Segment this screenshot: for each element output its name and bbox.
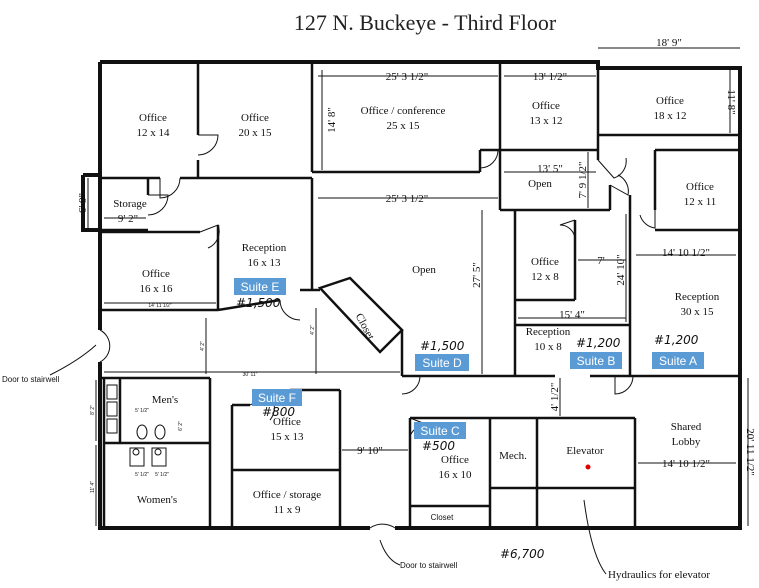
dim-25-3-top: 25' 3 1/2" [386, 71, 429, 83]
room-office-conference-name: Office / conference [361, 105, 446, 117]
room-office-12x11-name: Office [686, 181, 714, 193]
room-reception-16x13-size: 16 x 13 [248, 257, 282, 269]
room-reception-16x13-name: Reception [242, 242, 287, 254]
restroom-fixtures [106, 384, 167, 467]
dim-25-3-mid: 25' 3 1/2" [386, 193, 429, 205]
page-title: 127 N. Buckeye - Third Floor [294, 10, 557, 35]
suite-c-price: #500 [422, 439, 455, 453]
dim-15-4: 15' 4" [559, 309, 585, 321]
suite-d-label: Suite D [422, 356, 462, 370]
doors [99, 134, 656, 529]
dim-24-10: 24' 10" [615, 254, 627, 285]
dim-7: 7' [597, 255, 605, 267]
annotations: Door to stairwell Door to stairwell #6,7… [2, 344, 710, 581]
dim-11-8: 11' 8" [725, 89, 737, 114]
dim-18-9: 18' 9" [656, 37, 682, 49]
dim-6-2: 6' 2" [178, 421, 184, 431]
room-office-13x12-name: Office [532, 100, 560, 112]
room-mech-name: Mech. [499, 450, 527, 462]
room-office-12x8-name: Office [531, 256, 559, 268]
dim-9-2: 9' 2" [118, 213, 138, 225]
room-open-small-name: Open [528, 178, 552, 190]
suite-tags: Suite E #1,500 Suite D #1,500 Suite B #1… [234, 278, 704, 453]
dim-14-10-lobby: 14' 10 1/2" [662, 458, 710, 470]
dim-5-1-2-b: 5' 1/2" [135, 472, 149, 478]
room-office-18x12-size: 18 x 12 [654, 110, 687, 122]
room-reception-10x8-size: 10 x 8 [534, 341, 562, 353]
door-bottom-label: Door to stairwell [400, 561, 458, 570]
dim-5-1-2-c: 5' 1/2" [155, 472, 169, 478]
dim-14-11: 14' 11 1/2" [148, 303, 171, 309]
suite-e-label: Suite E [241, 280, 280, 294]
room-office-16x16-name: Office [142, 268, 170, 280]
dim-14-8: 14' 8" [326, 107, 338, 133]
dim-20-11: 20' 11 1/2" [744, 428, 756, 476]
room-open-main-name: Open [412, 264, 436, 276]
room-office-16x10-size: 16 x 10 [439, 469, 473, 481]
room-elevator-name: Elevator [566, 445, 604, 457]
hydraulics-label: Hydraulics for elevator [608, 569, 710, 581]
dim-30-11: 30' 11" [243, 372, 258, 378]
suite-a-price: #1,200 [654, 333, 699, 347]
dim-4-2-a: 4' 2" [200, 341, 206, 351]
suite-f-price: #800 [262, 405, 295, 419]
room-office-15x13-size: 15 x 13 [271, 431, 305, 443]
suite-b-label: Suite B [577, 354, 616, 368]
room-office-12x8-size: 12 x 8 [531, 271, 559, 283]
dim-6-9: 6' 9" [77, 193, 89, 213]
room-mens-name: Men's [152, 394, 178, 406]
dim-8-2: 8' 2" [90, 405, 96, 415]
door-left-label: Door to stairwell [2, 375, 60, 384]
room-reception-10x8-name: Reception [526, 326, 571, 338]
room-reception-30x15-name: Reception [675, 291, 720, 303]
suite-d-price: #1,500 [420, 339, 465, 353]
dim-14-10-top: 14' 10 1/2" [662, 247, 710, 259]
room-office-12x14-name: Office [139, 112, 167, 124]
room-office-20x15-size: 20 x 15 [239, 127, 273, 139]
dim-5-1-2-a: 5' 1/2" [135, 408, 149, 414]
suite-a-label: Suite A [659, 354, 697, 368]
dim-13-5: 13' 5" [537, 163, 563, 175]
room-office-storage-size: 11 x 9 [273, 504, 301, 516]
room-storage-name: Storage [113, 198, 147, 210]
room-office-12x11-size: 12 x 11 [684, 196, 717, 208]
room-office-20x15-name: Office [241, 112, 269, 124]
room-shared-lobby-line2: Lobby [672, 436, 701, 448]
room-office-13x12-size: 13 x 12 [530, 115, 563, 127]
room-closet-small-name: Closet [431, 513, 454, 522]
room-office-16x10-name: Office [441, 454, 469, 466]
dim-9-10: 9' 10" [357, 445, 383, 457]
suite-f-label: Suite F [258, 391, 296, 405]
room-office-12x14-size: 12 x 14 [137, 127, 171, 139]
room-office-storage-name: Office / storage [253, 489, 321, 501]
dim-4-1-2: 4' 1/2" [549, 383, 561, 412]
room-office-conference-size: 25 x 15 [387, 120, 421, 132]
room-office-15x13-name: Office [273, 416, 301, 428]
room-shared-lobby-line1: Shared [671, 421, 702, 433]
elevator-marker [585, 464, 591, 470]
room-office-16x16-size: 16 x 16 [140, 283, 174, 295]
dim-11-4: 11' 4" [90, 481, 96, 493]
suite-b-price: #1,200 [576, 336, 621, 350]
dim-13-1-2: 13' 1/2" [533, 71, 567, 83]
suite-e-price: #1,500 [236, 296, 281, 310]
dimension-lines [87, 47, 749, 526]
suite-c-label: Suite C [420, 424, 460, 438]
dim-27-5: 27' 5" [471, 262, 483, 288]
dim-4-2-b: 4' 2" [310, 325, 316, 335]
room-labels: Office 12 x 14 Office 20 x 15 Office / c… [113, 95, 720, 522]
room-office-18x12-name: Office [656, 95, 684, 107]
room-womens-name: Women's [137, 494, 177, 506]
interior-walls [100, 62, 740, 528]
dimension-labels: 18' 9" 25' 3 1/2" 13' 1/2" 14' 8" 11' 8"… [77, 37, 756, 493]
total-price: #6,700 [500, 547, 545, 561]
dim-7-9: 7' 9 1/2" [577, 161, 589, 198]
room-reception-30x15-size: 30 x 15 [681, 306, 715, 318]
